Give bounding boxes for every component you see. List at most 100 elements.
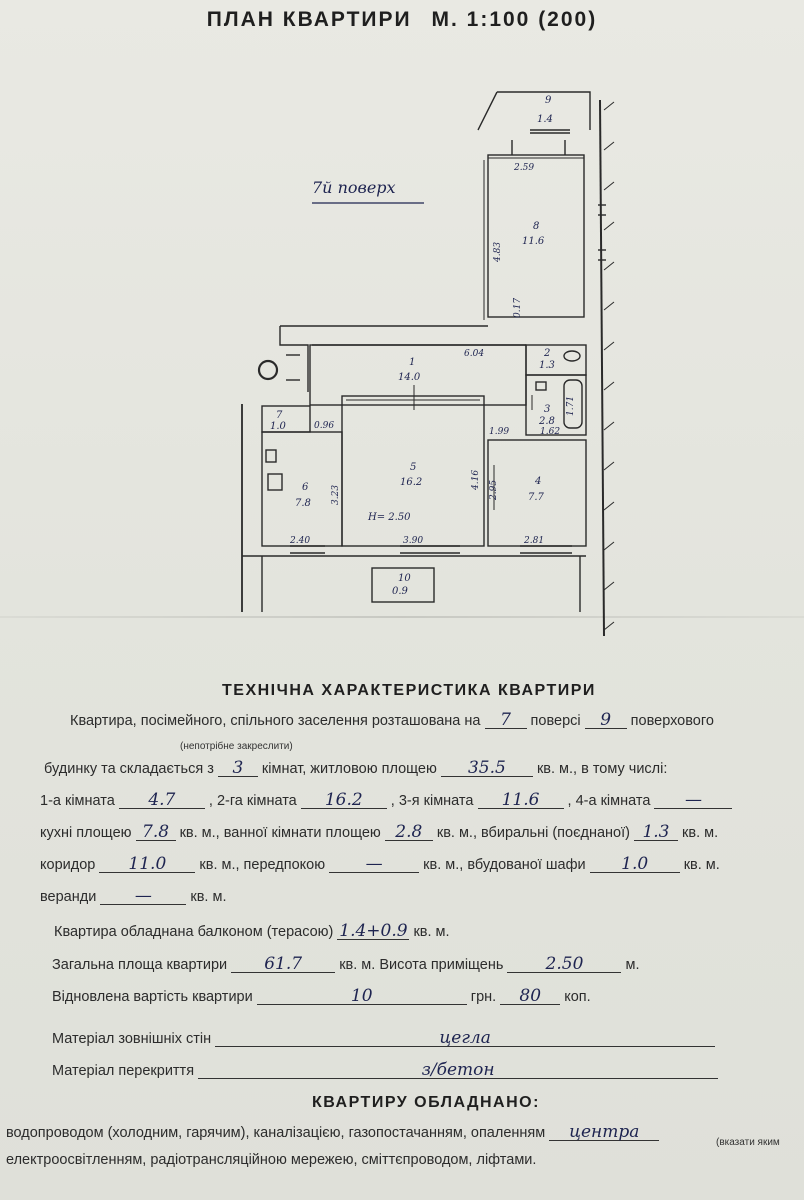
room-7-id: 7 <box>276 410 283 421</box>
dim-171: 1.71 <box>566 396 576 416</box>
dim-295: 2.95 <box>489 480 499 501</box>
room-8-area: 11.6 <box>522 236 545 247</box>
dim-390: 3.90 <box>403 536 423 546</box>
label-cost: Відновлена вартість квартири <box>52 989 253 1005</box>
total-area-value: 61.7 <box>231 956 336 973</box>
room-5-id: 5 <box>410 462 416 473</box>
label-kop: коп. <box>564 989 591 1005</box>
plan-scale: М. 1:100 (200) <box>431 8 598 31</box>
dim-483: 4.83 <box>493 242 503 263</box>
room-7-area: 1.0 <box>270 421 287 432</box>
balcony-value: 1.4+0.9 <box>337 921 410 941</box>
dim-199: 1.99 <box>489 427 509 437</box>
label-walls: Матеріал зовнішніх стін <box>52 1031 212 1047</box>
label-uah: грн. <box>470 989 497 1005</box>
label-room-2: , 2-га кімната <box>208 793 297 809</box>
page-title: ПЛАН КВАРТИРИ М. 1:100 (200) <box>0 8 804 32</box>
floor-note: 7й поверх <box>312 178 396 197</box>
walls-value: цегла <box>215 1030 716 1047</box>
room-3-value: 11.6 <box>477 792 564 809</box>
label-sqm-2: кв. м. <box>683 857 720 873</box>
dim-323: 3.23 <box>331 485 341 505</box>
heating-value: центра <box>549 1124 660 1141</box>
label-hall: кв. м., передпокою <box>199 857 326 873</box>
room-1-area: 14.0 <box>398 372 421 383</box>
room-2-value: 16.2 <box>300 792 387 809</box>
label-rooms: будинку та складається з <box>44 761 214 777</box>
room-4-area: 7.7 <box>528 492 545 503</box>
room-height-label: H= 2.50 <box>367 512 411 523</box>
floor-plan: 7й поверх 9 1.4 8 11.6 1 14.0 2 1.3 3 2.… <box>241 91 615 637</box>
closet-value: 1.0 <box>589 856 680 873</box>
strike-note: (непотрібне закреслити) <box>180 741 293 752</box>
label-sqm-3: кв. м. <box>190 889 227 905</box>
room-4-id: 4 <box>534 476 541 487</box>
label-floor: поверсі <box>530 713 581 729</box>
label-living-area: кімнат, житловою площею <box>261 761 437 777</box>
room-4-value: — <box>654 792 733 809</box>
label-including: кв. м., в тому числі: <box>536 761 668 777</box>
room-2-area: 1.3 <box>539 360 555 371</box>
label-balcony: Квартира обладнана балконом (терасою) <box>54 924 334 940</box>
equip-line-1: водопроводом (холодним, гарячим), каналі… <box>6 1124 660 1141</box>
equip-list-2: електроосвітленням, радіотрансляційною м… <box>6 1152 537 1168</box>
label-bath: кв. м., ванної кімнати площею <box>179 825 381 841</box>
corridor-value: 11.0 <box>99 856 196 873</box>
label-location: Квартира, посімейного, спільного заселен… <box>70 713 481 729</box>
dim-017: 0.17 <box>513 298 523 318</box>
tech-line-5: коридор 11.0 кв. м., передпокою — кв. м.… <box>40 856 720 873</box>
dim-259: 2.59 <box>513 163 534 173</box>
label-sqm: кв. м. <box>682 825 719 841</box>
room-1-value: 4.7 <box>118 792 205 809</box>
equip-heading: КВАРТИРУ ОБЛАДНАНО: <box>312 1094 540 1111</box>
tech-line-3: 1-а кімната 4.7 , 2-га кімната 16.2 , 3-… <box>40 792 733 809</box>
rooms-count-value: 3 <box>217 760 258 777</box>
veranda-value: — <box>100 888 187 905</box>
tech-line-6: веранди — кв. м. <box>40 888 226 905</box>
tech-heading: ТЕХНІЧНА ХАРАКТЕРИСТИКА КВАРТИРИ <box>222 682 596 699</box>
label-veranda: веранди <box>40 889 97 905</box>
room-9-id: 9 <box>545 95 552 106</box>
label-room-1: 1-а кімната <box>40 793 115 809</box>
room-5-area: 16.2 <box>400 477 422 488</box>
label-toilet: кв. м., вбиральні (поєднаної) <box>436 825 630 841</box>
room-6-id: 6 <box>302 482 309 493</box>
label-corridor: коридор <box>40 857 96 873</box>
living-area-value: 35.5 <box>440 760 533 777</box>
tech-line-10: Матеріал зовнішніх стін цегла <box>52 1030 716 1047</box>
room-2-id: 2 <box>543 348 550 359</box>
tech-line-9: Відновлена вартість квартири 10 грн. 80 … <box>52 988 591 1005</box>
tech-line-4: кухні площею 7.8 кв. м., ванної кімнати … <box>40 824 718 841</box>
floors-total-value: 9 <box>584 712 627 729</box>
room-9-area: 1.4 <box>537 114 553 125</box>
hall-value: — <box>329 856 420 873</box>
toilet-value: 1.3 <box>633 824 678 841</box>
room-3-area: 2.8 <box>538 416 555 427</box>
room-3-id: 3 <box>544 404 550 415</box>
paper-fold <box>0 616 804 618</box>
cost-uah-value: 10 <box>256 988 467 1005</box>
label-room-4: , 4-а кімната <box>567 793 651 809</box>
label-storey: поверхового <box>630 713 714 729</box>
room-10-area: 0.9 <box>392 586 409 597</box>
tech-line-1: Квартира, посімейного, спільного заселен… <box>70 712 714 729</box>
label-kitchen: кухні площею <box>40 825 132 841</box>
room-10-id: 10 <box>398 573 411 584</box>
tech-line-7: Квартира обладнана балконом (терасою) 1.… <box>54 923 450 940</box>
dim-604: 6.04 <box>464 349 484 359</box>
label-height: кв. м. Висота приміщень <box>339 957 504 973</box>
dim-281: 2.81 <box>523 536 544 546</box>
room-height-value: 2.50 <box>507 956 622 973</box>
room-8-id: 8 <box>533 221 539 232</box>
label-m: м. <box>625 957 640 973</box>
heating-hint: (вказати яким <box>716 1137 780 1148</box>
equip-line-2: електроосвітленням, радіотрансляційною м… <box>6 1152 536 1168</box>
label-sqm-4: кв. м. <box>413 924 450 940</box>
dim-096: 0.96 <box>314 421 334 431</box>
ceiling-value: з/бетон <box>198 1062 719 1079</box>
equip-list-1: водопроводом (холодним, гарячим), каналі… <box>6 1125 546 1141</box>
tech-line-2: будинку та складається з 3 кімнат, житло… <box>44 760 667 777</box>
label-ceiling: Матеріал перекриття <box>52 1063 195 1079</box>
plan-title: ПЛАН КВАРТИРИ <box>206 8 412 31</box>
